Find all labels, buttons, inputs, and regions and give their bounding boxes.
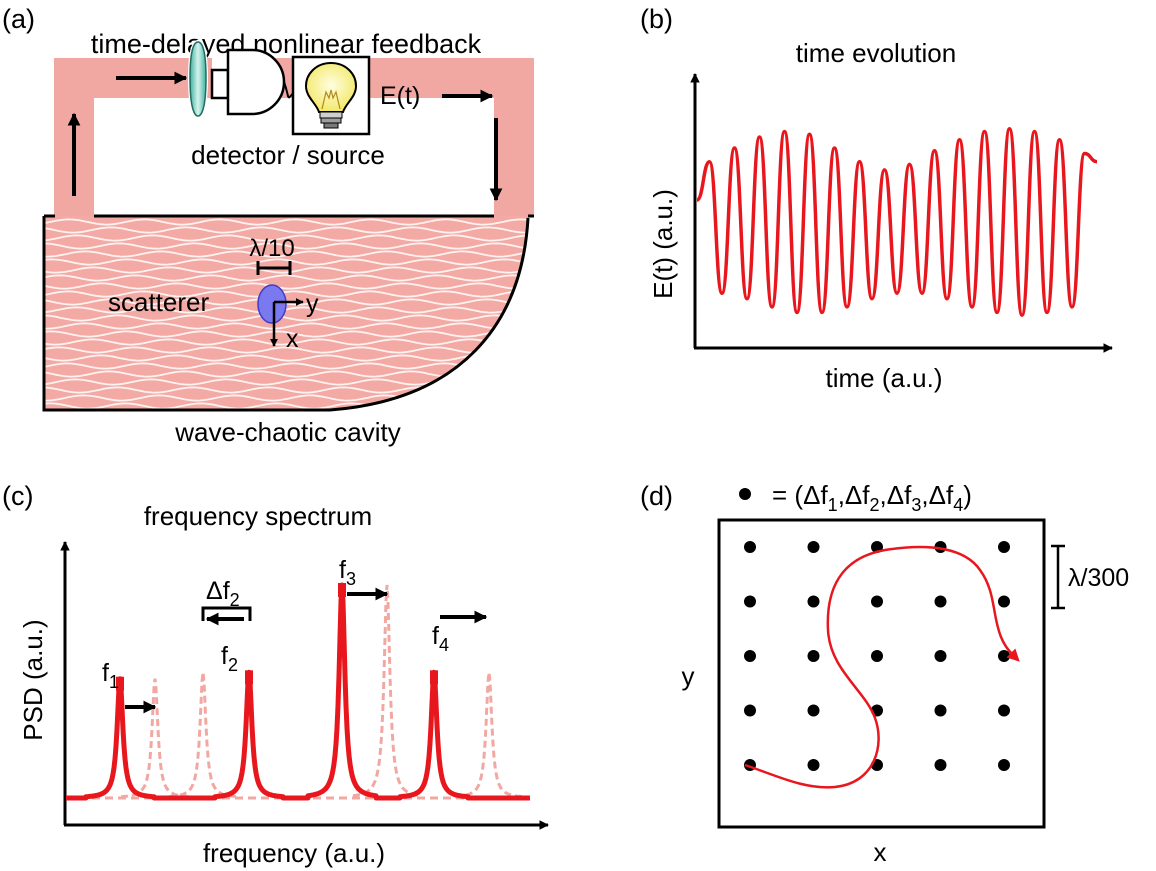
x-axis-label-b: time (a.u.)	[825, 363, 942, 393]
lattice-dot	[744, 595, 756, 608]
detector-icon	[210, 48, 295, 116]
panel-a-title: time-delayed nonlinear feedback	[91, 29, 482, 59]
peak-label-2: f2	[221, 642, 238, 675]
panel-c-title: frequency spectrum	[144, 501, 372, 531]
panel-d: (d) = (Δf1,Δf2,Δf3,Δf4) λ/300 x y	[640, 480, 1129, 867]
lattice-dot	[998, 595, 1010, 608]
signal-label: E(t)	[380, 82, 420, 110]
panel-d-label: (d)	[640, 481, 673, 511]
spectrum-line	[66, 582, 530, 801]
axis-label-y-a: y	[306, 290, 319, 318]
trajectory-curve	[744, 545, 1020, 789]
scale-label-d: λ/300	[1068, 564, 1129, 592]
shifted-peak-2	[168, 672, 238, 799]
lattice-dot	[744, 704, 756, 717]
lattice-dot	[744, 541, 756, 553]
delta-bracket	[201, 606, 252, 621]
lattice-dot	[807, 541, 820, 553]
device-label: detector / source	[191, 140, 385, 170]
lattice-dot	[934, 759, 947, 771]
lens-icon	[188, 40, 208, 118]
peak-cap-4	[430, 670, 438, 685]
lattice-dot	[807, 595, 820, 608]
panel-a: (a) time-delayed nonlinear feedback	[2, 4, 534, 447]
lattice-dot	[998, 759, 1010, 771]
panel-b-label: (b)	[640, 4, 673, 34]
axis-label-x-a: x	[286, 325, 299, 353]
time-series-line	[695, 127, 1098, 317]
scatterer-label: scatterer	[108, 287, 209, 317]
peak-label-4: f4	[432, 622, 449, 655]
x-axis-label-d: x	[874, 837, 887, 867]
lattice-dot	[807, 759, 820, 771]
y-axis-label-b: E(t) (a.u.)	[648, 189, 678, 299]
peak-cap-1	[116, 676, 124, 691]
panel-c: (c) frequency spectrum f1 f2 f3 f4 Δf2 freq…	[2, 481, 549, 868]
lattice-dots	[744, 541, 1010, 771]
lattice-dot	[998, 704, 1010, 717]
lattice-dot	[807, 704, 820, 717]
panel-b: (b) time evolution time (a.u.) E(t) (a.u…	[640, 4, 1113, 393]
lattice-dot	[871, 650, 883, 662]
scale-bar-lambda-300	[1051, 544, 1065, 610]
delta-label-c: Δf2	[206, 577, 240, 610]
peak-label-3: f3	[339, 556, 356, 589]
peak-label-1: f1	[102, 659, 119, 692]
peak-cap-3	[338, 583, 346, 597]
lattice-dot	[744, 650, 756, 662]
scale-bar-lambda-10	[256, 261, 292, 275]
x-axis-label-c: frequency (a.u.)	[203, 838, 385, 868]
lattice-dot	[934, 704, 947, 717]
legend-text-d: = (Δf1,Δf2,Δf3,Δf4)	[772, 480, 972, 515]
scale-label-a: λ/10	[249, 235, 294, 262]
lattice-dot	[871, 595, 883, 608]
parameter-space-box	[717, 518, 1046, 829]
lightbulb-icon	[291, 55, 371, 136]
shifted-peak-3	[352, 584, 422, 798]
peak-cap-2	[245, 670, 253, 685]
panel-b-title: time evolution	[796, 38, 956, 68]
scatterer	[257, 284, 287, 324]
lattice-dot	[998, 541, 1010, 553]
cavity	[42, 214, 534, 412]
lattice-dot	[934, 650, 947, 662]
lattice-dot	[807, 650, 820, 662]
y-axis-label-c: PSD (a.u.)	[18, 619, 48, 740]
shifted-peak-4	[454, 672, 524, 799]
cavity-wall	[42, 216, 530, 412]
lattice-dot	[934, 595, 947, 608]
legend-dot	[739, 488, 751, 500]
spectrum-peaks: f1 f2 f3 f4	[66, 556, 530, 801]
panel-c-label: (c)	[2, 481, 33, 511]
lattice-dot	[998, 650, 1010, 662]
cavity-label: wave-chaotic cavity	[174, 417, 400, 447]
y-axis-label-d: y	[682, 661, 695, 691]
shifted-peak-1	[121, 678, 189, 799]
panel-a-label: (a)	[2, 4, 35, 34]
